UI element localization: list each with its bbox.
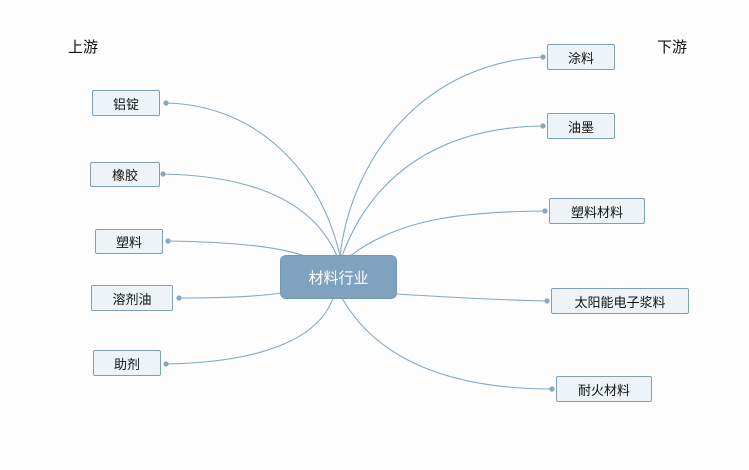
link-plastic bbox=[167, 240, 306, 257]
link-solvent-oil-endpoint bbox=[176, 295, 182, 301]
link-solar-electronic-paste-endpoint bbox=[544, 298, 550, 304]
downstream-node-plastic-materials[interactable]: 塑料材料 bbox=[549, 198, 645, 224]
link-solvent-oil bbox=[178, 292, 282, 299]
upstream-node-plastic[interactable]: 塑料 bbox=[95, 229, 163, 254]
downstream-title: 下游 bbox=[657, 38, 688, 56]
link-refractory-materials-endpoint bbox=[549, 386, 555, 392]
link-aluminum-ingot-endpoint bbox=[163, 100, 169, 106]
link-coating-endpoint bbox=[540, 54, 546, 60]
downstream-node-refractory-materials[interactable]: 耐火材料 bbox=[556, 376, 652, 402]
downstream-node-coating[interactable]: 涂料 bbox=[547, 44, 615, 70]
link-solar-electronic-paste bbox=[395, 293, 548, 302]
link-plastic-materials-endpoint bbox=[542, 208, 548, 214]
upstream-node-rubber[interactable]: 橡胶 bbox=[90, 162, 160, 187]
upstream-node-aluminum-ingot[interactable]: 铝锭 bbox=[92, 90, 160, 116]
upstream-title: 上游 bbox=[68, 38, 99, 56]
link-aluminum-ingot bbox=[165, 102, 341, 257]
link-refractory-materials bbox=[341, 297, 553, 390]
link-additive-endpoint bbox=[163, 361, 169, 367]
link-additive bbox=[165, 297, 334, 365]
link-coating bbox=[339, 56, 544, 257]
link-ink-endpoint bbox=[540, 123, 546, 129]
downstream-node-solar-electronic-paste[interactable]: 太阳能电子浆料 bbox=[551, 288, 689, 314]
link-plastic-materials bbox=[349, 210, 546, 257]
link-rubber bbox=[162, 173, 338, 257]
link-plastic-endpoint bbox=[165, 238, 171, 244]
downstream-node-ink[interactable]: 油墨 bbox=[547, 113, 615, 139]
upstream-node-solvent-oil[interactable]: 溶剂油 bbox=[91, 285, 173, 311]
link-ink bbox=[341, 125, 544, 257]
upstream-node-additive[interactable]: 助剂 bbox=[93, 350, 161, 376]
center-topic-node[interactable]: 材料行业 bbox=[281, 256, 396, 298]
link-rubber-endpoint bbox=[160, 171, 166, 177]
